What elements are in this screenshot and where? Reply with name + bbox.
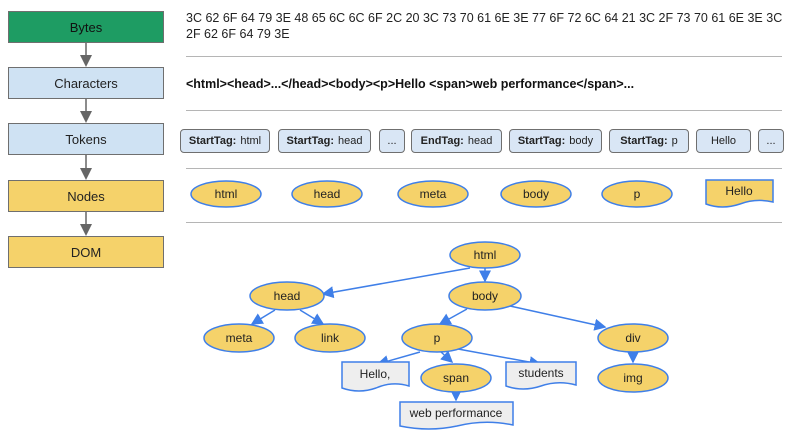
step-dom-label: DOM xyxy=(70,244,102,260)
dom-text-node-hello: Hello, xyxy=(341,361,410,392)
step-characters: Characters xyxy=(8,67,164,99)
step-characters-label: Characters xyxy=(54,75,118,91)
token-ellipsis-2: ... xyxy=(758,129,784,153)
dom-node-label: Hello, xyxy=(360,367,391,381)
divider-4 xyxy=(186,222,782,223)
edge-body-div xyxy=(509,305,607,331)
node-label: meta xyxy=(420,187,447,201)
node-label: body xyxy=(523,187,549,201)
token-hello: Hello xyxy=(696,129,751,153)
dom-node-label: div xyxy=(625,331,640,345)
token-name: html xyxy=(240,135,262,147)
node-p: p xyxy=(601,180,673,208)
step-tokens: Tokens xyxy=(8,123,164,155)
token-name: Hello xyxy=(710,135,737,147)
dom-node-link: link xyxy=(294,323,366,353)
dom-node-label: span xyxy=(443,371,469,385)
edge-head-meta xyxy=(250,309,276,325)
token-ellipsis-1: ... xyxy=(379,129,405,153)
step-bytes-label: Bytes xyxy=(69,19,103,35)
divider-3 xyxy=(186,168,782,169)
dom-node-label: meta xyxy=(226,331,253,345)
dom-node-img: img xyxy=(597,363,669,393)
step-bytes: Bytes xyxy=(8,11,164,43)
node-label: html xyxy=(215,187,238,201)
dom-node-span: span xyxy=(420,363,492,393)
dom-node-label: students xyxy=(518,366,563,380)
token-starttag-p: StartTag:p xyxy=(609,129,689,153)
node-head: head xyxy=(291,180,363,208)
token-name: ... xyxy=(387,135,397,147)
edge-p-span xyxy=(440,350,454,364)
node-hello-text: Hello xyxy=(705,179,774,208)
step-tokens-label: Tokens xyxy=(65,131,107,147)
dom-text-node-web-performance: web performance xyxy=(399,401,514,430)
bytes-hex-text: 3C 62 6F 64 79 3E 48 65 6C 6C 6F 2C 20 3… xyxy=(186,11,783,41)
token-name: head xyxy=(467,135,493,147)
node-html: html xyxy=(190,180,262,208)
dom-node-meta: meta xyxy=(203,323,275,353)
token-kind: EndTag: xyxy=(420,135,464,147)
token-name: ... xyxy=(766,135,776,147)
step-nodes: Nodes xyxy=(8,180,164,212)
dom-node-head: head xyxy=(249,281,325,311)
dom-node-html: html xyxy=(449,241,521,269)
characters-text: <html><head>...</head><body><p>Hello <sp… xyxy=(186,77,635,91)
dom-node-p: p xyxy=(401,323,473,353)
token-starttag-body: StartTag:body xyxy=(509,129,602,153)
dom-text-node-students: students xyxy=(505,361,577,390)
node-meta: meta xyxy=(397,180,469,208)
divider-2 xyxy=(186,110,782,111)
edge-html-head xyxy=(321,267,471,299)
token-starttag-head: StartTag:head xyxy=(278,129,371,153)
token-name: head xyxy=(337,135,363,147)
token-endtag-head: EndTag:head xyxy=(411,129,502,153)
edge-body-p xyxy=(438,308,468,325)
token-name: body xyxy=(569,135,594,147)
dom-node-label: img xyxy=(623,371,642,385)
edge-head-link xyxy=(299,309,325,325)
step-dom: DOM xyxy=(8,236,164,268)
token-starttag-html: StartTag:html xyxy=(180,129,270,153)
dom-node-label: link xyxy=(321,331,340,345)
token-kind: StartTag: xyxy=(620,135,668,147)
node-body: body xyxy=(500,180,572,208)
step-nodes-label: Nodes xyxy=(67,188,105,204)
node-label: p xyxy=(634,187,641,201)
dom-node-label: p xyxy=(434,331,441,345)
dom-node-div: div xyxy=(597,323,669,353)
dom-node-body: body xyxy=(448,281,522,311)
dom-node-label: html xyxy=(474,248,497,262)
token-name: p xyxy=(671,135,678,147)
node-label: Hello xyxy=(725,184,753,198)
divider-1 xyxy=(186,56,782,57)
dom-node-label: body xyxy=(472,289,498,303)
dom-node-label: head xyxy=(274,289,301,303)
dom-node-label: web performance xyxy=(409,406,503,420)
token-kind: StartTag: xyxy=(286,135,334,147)
node-label: head xyxy=(314,187,341,201)
token-kind: StartTag: xyxy=(188,135,237,147)
token-kind: StartTag: xyxy=(517,135,566,147)
